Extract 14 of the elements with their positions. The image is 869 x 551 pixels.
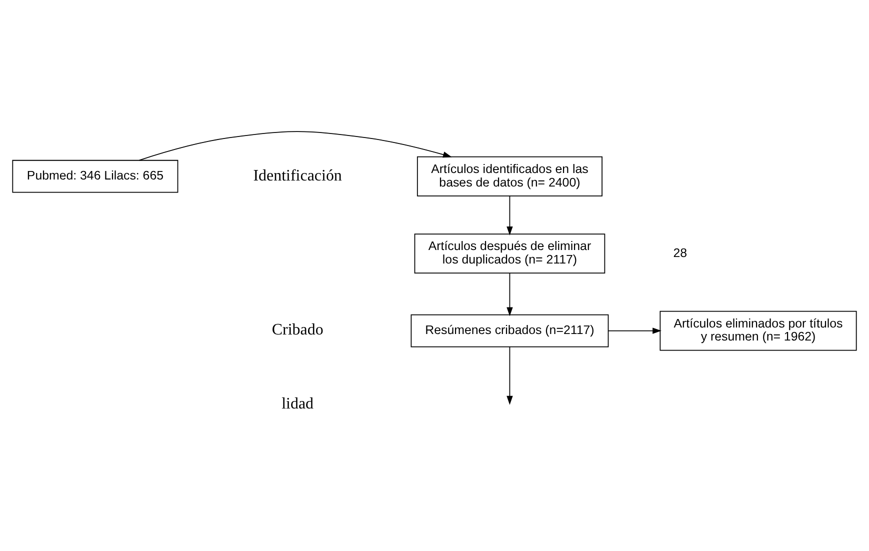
arrow: [506, 194, 513, 235]
label: Cribado: [272, 321, 324, 338]
label: Identificación: [253, 166, 342, 184]
node-box: Artículos eliminados por títulos y resumen (n= 1962): [660, 310, 857, 350]
label: lidad: [282, 394, 314, 412]
node-box: Artículos después de eliminar los duplicados (n= 2117): [414, 233, 606, 274]
arrow: [506, 346, 513, 404]
label: 28: [673, 245, 688, 260]
arrow: [138, 130, 452, 160]
node-box: Artículos identificados en las bases de datos (n= 2400): [416, 156, 602, 196]
node-box: Resúmenes cribados (n=2117): [410, 314, 609, 347]
node-box: Pubmed: 346 Lilacs: 665: [12, 159, 178, 192]
arrow: [608, 327, 662, 334]
arrow: [506, 272, 513, 316]
